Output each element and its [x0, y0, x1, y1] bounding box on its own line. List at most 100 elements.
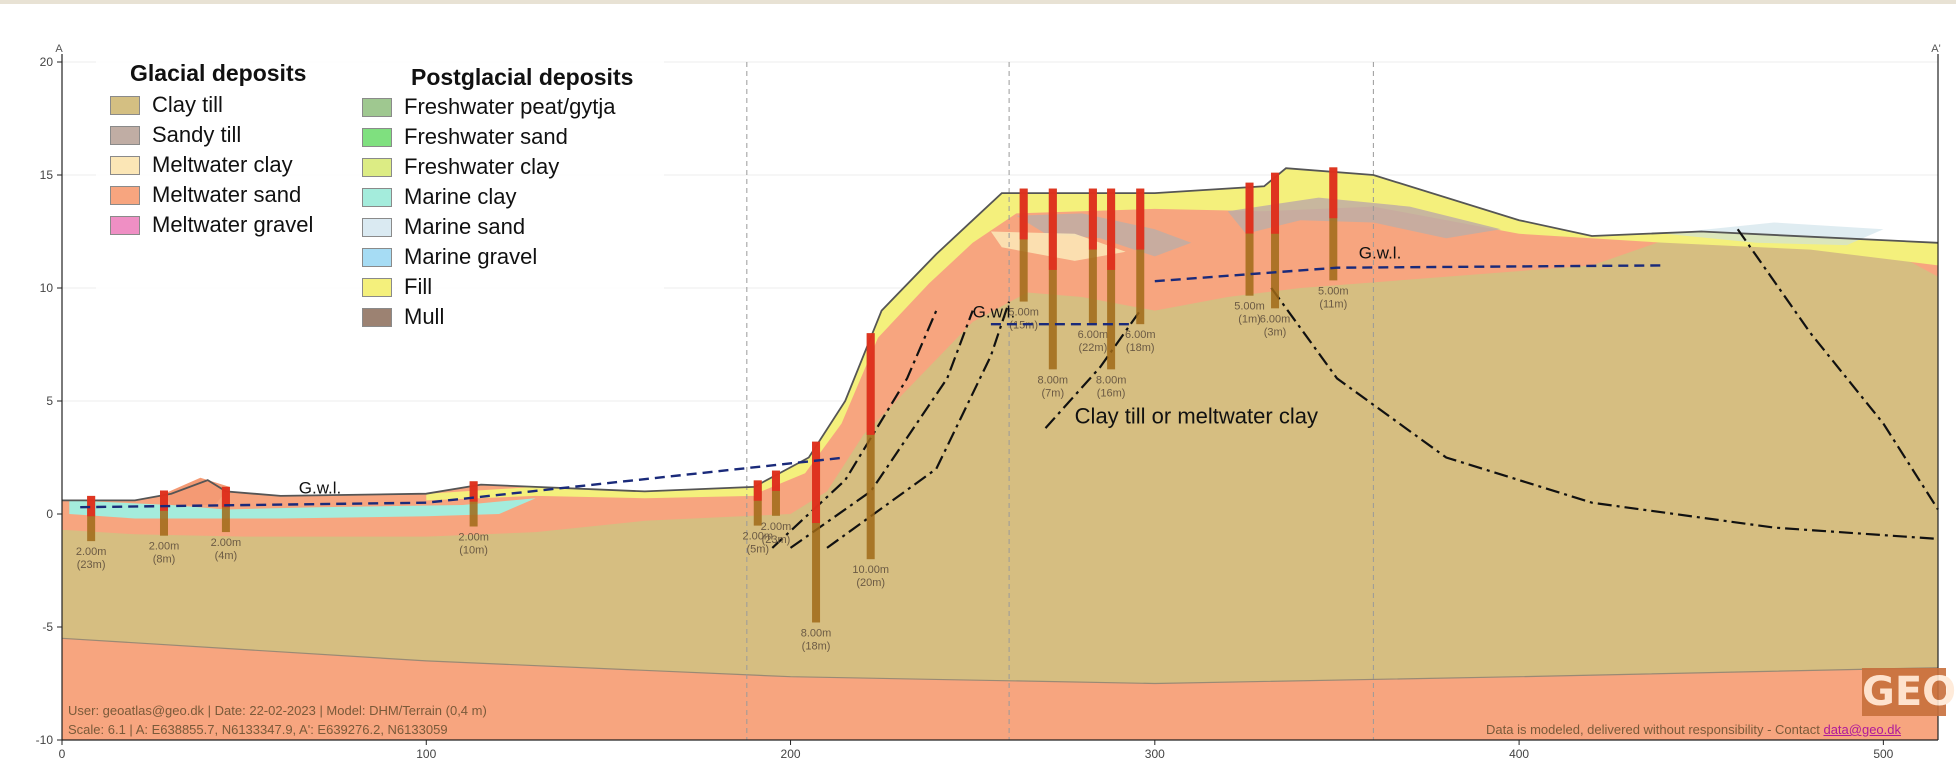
marine-clay-layer [69, 498, 536, 519]
legend-label: Meltwater clay [152, 152, 293, 177]
borehole-depth-label: 5.00m [1318, 285, 1349, 297]
y-tick-label: 15 [40, 168, 54, 182]
interpreted-boundary [1270, 287, 1939, 540]
sandy-till-lens [1227, 197, 1501, 239]
legend-item: Sandy till [110, 122, 241, 148]
section-start-label: A [55, 43, 63, 55]
footer-disclaimer: Data is modeled, delivered without respo… [1486, 722, 1901, 737]
legend-swatch [362, 277, 392, 297]
legend-label: Freshwater peat/gytja [404, 94, 616, 119]
legend-label: Clay till [152, 92, 223, 117]
legend-label: Marine clay [404, 184, 517, 209]
footer-user-info: User: geoatlas@geo.dk | Date: 22-02-2023… [68, 703, 487, 718]
interpreted-boundary [789, 310, 974, 549]
borehole-upper [87, 495, 96, 517]
section-end-label: A' [1931, 43, 1940, 55]
borehole-distance-label: (3m) [1264, 326, 1287, 338]
x-tick-label: 400 [1509, 747, 1529, 761]
borehole-upper [1019, 188, 1028, 240]
meltwater-sand-mound [164, 477, 230, 505]
borehole-depth-label: 8.00m [1038, 374, 1069, 386]
legend-item: Marine gravel [362, 244, 537, 270]
groundwater-line [80, 456, 846, 509]
borehole-depth-label: 8.00m [1096, 374, 1127, 386]
borehole: 8.00m(7m) [1038, 188, 1069, 399]
borehole-column [1048, 188, 1057, 370]
legend-label: Sandy till [152, 122, 242, 147]
borehole: 6.00m(3m) [1260, 172, 1291, 338]
borehole: 5.00m(11m) [1318, 167, 1349, 310]
borehole-distance-label: (20m) [856, 577, 885, 589]
borehole-distance-label: (10m) [459, 545, 488, 557]
legend-swatch [362, 127, 392, 147]
legend-item: Meltwater clay [110, 152, 293, 178]
borehole-column [753, 480, 762, 526]
borehole-depth-label: 2.00m [76, 546, 107, 558]
borehole-upper [866, 333, 875, 435]
borehole-column [159, 490, 168, 536]
borehole-column [1271, 172, 1280, 309]
borehole-depth-label: 5.00m [1008, 307, 1039, 319]
legend-glacial-title: Glacial deposits [130, 60, 307, 86]
borehole-distance-label: (11m) [1319, 298, 1347, 310]
borehole-depth-label: 6.00m [1125, 329, 1156, 341]
legend-swatch [110, 155, 140, 175]
borehole: 8.00m(16m) [1096, 188, 1127, 399]
borehole-depth-label: 6.00m [1260, 313, 1291, 325]
legend-item: Meltwater sand [110, 182, 301, 208]
borehole-depth-label: 2.00m [211, 537, 242, 549]
borehole-column [771, 470, 780, 516]
x-tick-label: 100 [416, 747, 436, 761]
legend-item: Freshwater sand [362, 124, 568, 150]
borehole-column [1088, 188, 1097, 325]
borehole-column [469, 481, 478, 527]
legend-swatch [110, 125, 140, 145]
borehole-distance-label: (8m) [153, 554, 176, 566]
borehole: 6.00m(18m) [1125, 188, 1156, 354]
top-bar [0, 0, 1956, 4]
footer-scale-info: Scale: 6.1 | A: E638855.7, N6133347.9, A… [68, 722, 448, 737]
borehole-distance-label: (18m) [802, 640, 831, 652]
borehole-upper [469, 481, 478, 502]
borehole: 2.00m(23m) [76, 495, 107, 571]
groundwater-label: G.w.l. [1359, 244, 1402, 263]
borehole: 5.00m(15m) [1008, 188, 1039, 332]
geology-layers [61, 168, 1939, 740]
legend-label: Marine gravel [404, 244, 538, 269]
geo-logo: GEO [1862, 668, 1956, 716]
x-tick-label: 500 [1873, 747, 1893, 761]
legend-swatch [110, 95, 140, 115]
borehole-upper [159, 490, 168, 511]
borehole-upper [1245, 182, 1254, 234]
borehole-upper [753, 480, 762, 501]
groundwater-label: G.w.l. [973, 302, 1016, 321]
borehole-distance-label: (15m) [1009, 320, 1038, 332]
contact-link[interactable]: data@geo.dk [1823, 722, 1901, 737]
legend-label: Fill [404, 274, 433, 299]
legend-swatch [362, 217, 392, 237]
legend-item: Fill [362, 274, 432, 300]
boreholes: 2.00m(23m)2.00m(8m)2.00m(4m)2.00m(10m)2.… [76, 167, 1349, 652]
interpreted-boundary [826, 301, 1011, 549]
borehole: 2.00m(8m) [149, 490, 179, 566]
borehole-upper [1329, 167, 1338, 219]
y-tick-label: -5 [42, 620, 53, 634]
borehole-upper [1136, 188, 1145, 250]
groundwater-line [1154, 264, 1665, 283]
legend-item: Meltwater gravel [110, 212, 313, 238]
borehole-upper [1048, 188, 1057, 270]
legend-swatch [362, 307, 392, 327]
x-tick-label: 300 [1145, 747, 1165, 761]
legend-swatch [362, 247, 392, 267]
borehole-distance-label: (18m) [1126, 342, 1155, 354]
borehole-upper [812, 441, 821, 524]
borehole-upper [1088, 188, 1097, 250]
borehole-distance-label: (23m) [77, 559, 106, 571]
legend-swatch [362, 187, 392, 207]
borehole-depth-label: 10.00m [852, 564, 889, 576]
borehole-depth-label: 5.00m [1234, 301, 1265, 313]
borehole-upper [1271, 172, 1280, 234]
borehole-distance-label: (5m) [746, 544, 769, 556]
y-tick-label: 0 [46, 507, 53, 521]
